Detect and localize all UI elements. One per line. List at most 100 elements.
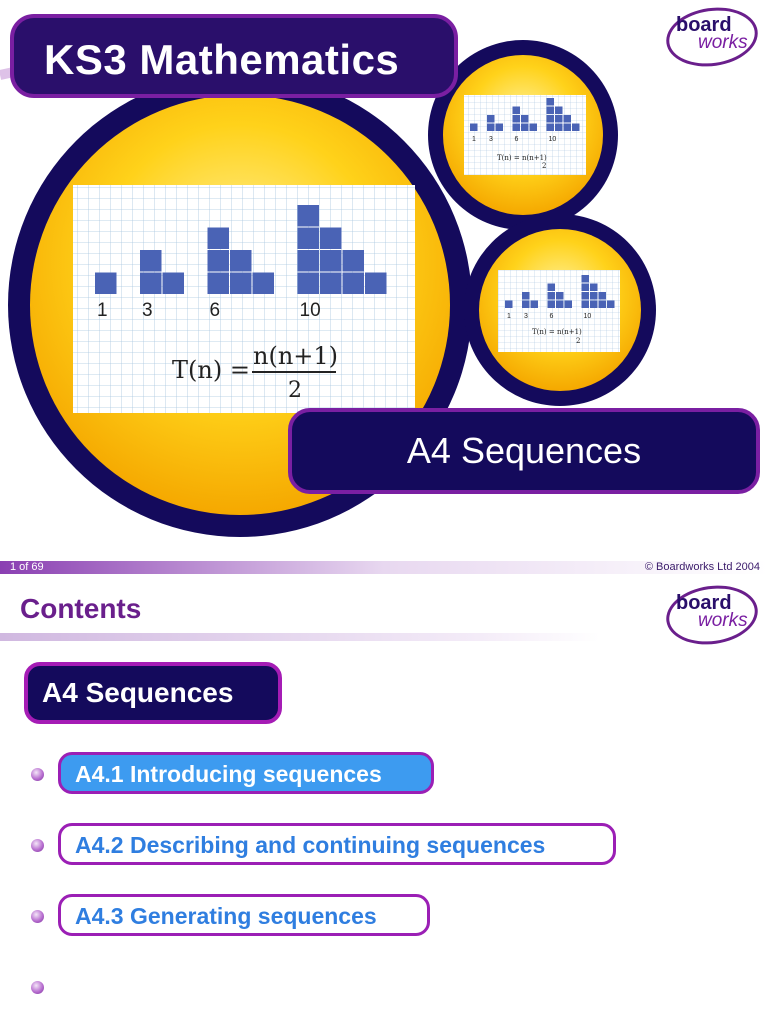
- staircase-label: 6: [515, 136, 519, 143]
- staircase-block: [320, 227, 342, 249]
- formula-text: T(n) =: [172, 356, 250, 384]
- staircase-block: [207, 272, 229, 294]
- bullet-icon: [31, 981, 44, 994]
- staircase-block: [297, 272, 319, 294]
- staircase-label: 3: [524, 313, 528, 320]
- bullet-icon: [31, 910, 44, 923]
- staircase-block: [320, 250, 342, 272]
- staircase-label: 3: [489, 136, 493, 143]
- subtitle-banner: A4 Sequences: [288, 408, 760, 494]
- staircase-block: [95, 272, 117, 294]
- section-title: A4 Sequences: [24, 662, 282, 724]
- slide-subtitle: A4 Sequences: [406, 430, 642, 471]
- staircase-block: [598, 292, 606, 300]
- staircase-block: [572, 123, 580, 131]
- staircase-block: [252, 272, 274, 294]
- staircase-block: [512, 115, 520, 123]
- staircase-block: [320, 272, 342, 294]
- page-number: 1 of 69: [10, 561, 44, 573]
- staircase-block: [470, 123, 478, 131]
- staircase-label: 3: [142, 300, 153, 321]
- staircase-label: 1: [97, 300, 108, 321]
- staircase-block: [546, 123, 554, 131]
- staircase-block: [598, 300, 606, 308]
- svg-text:T(n) = n(n+1): T(n) = n(n+1): [497, 154, 547, 162]
- staircase-block: [530, 300, 538, 308]
- staircase-block: [230, 272, 252, 294]
- svg-text:2: 2: [576, 337, 580, 345]
- contents-item-a4-2[interactable]: A4.2 Describing and continuing sequences: [58, 823, 616, 865]
- staircase-label: 10: [549, 136, 557, 143]
- svg-text:2: 2: [542, 162, 546, 170]
- staircase-block: [522, 300, 530, 308]
- contents-item-label: A4.1 Introducing sequences: [75, 761, 382, 787]
- staircase-block: [162, 272, 184, 294]
- contents-slide: Contents board works A4 Sequences A4.1 I…: [0, 576, 768, 1024]
- staircase-block: [555, 115, 563, 123]
- staircase-block: [512, 123, 520, 131]
- staircase-block: [529, 123, 537, 131]
- staircase-block: [563, 123, 571, 131]
- mini-figure-bottom: 1 3 6 10 T(n) = n(n+1) 2: [498, 270, 620, 352]
- staircase-label: 6: [550, 313, 554, 320]
- staircase-block: [555, 106, 563, 114]
- staircase-block: [546, 98, 554, 106]
- staircase-block: [546, 106, 554, 114]
- boardworks-logo: board works: [662, 579, 762, 651]
- bullet-icon: [31, 839, 44, 852]
- staircase-label: 1: [507, 313, 511, 320]
- staircase-block: [140, 272, 162, 294]
- staircase-block: [546, 115, 554, 123]
- formula-denominator: 2: [288, 378, 302, 403]
- svg-text:T(n) = n(n+1): T(n) = n(n+1): [532, 328, 582, 336]
- logo-word-works: works: [698, 610, 748, 631]
- title-banner: KS3 Mathematics: [10, 14, 458, 98]
- staircase-block: [556, 292, 564, 300]
- slide-title: KS3 Mathematics: [44, 36, 400, 83]
- heading-rule: [0, 633, 600, 641]
- staircase-block: [230, 250, 252, 272]
- staircase-block: [365, 272, 387, 294]
- copyright-text: © Boardworks Ltd 2004: [644, 561, 760, 573]
- staircase-block: [556, 300, 564, 308]
- staircase-block: [581, 283, 589, 291]
- staircase-label: 6: [210, 300, 221, 321]
- staircase-block: [522, 292, 530, 300]
- staircase-block: [207, 250, 229, 272]
- staircase-block: [342, 272, 364, 294]
- staircase-block: [555, 123, 563, 131]
- staircase-block: [207, 227, 229, 249]
- logo-word-works: works: [698, 32, 748, 53]
- contents-item-a4-1[interactable]: A4.1 Introducing sequences: [58, 752, 434, 794]
- staircase-block: [297, 250, 319, 272]
- staircase-block: [521, 123, 529, 131]
- staircase-block: [547, 283, 555, 291]
- contents-item-a4-3[interactable]: A4.3 Generating sequences: [58, 894, 430, 936]
- staircase-block: [564, 300, 572, 308]
- logo-word-board: board: [676, 592, 732, 614]
- staircase-block: [581, 300, 589, 308]
- logo-word-board: board: [676, 14, 732, 36]
- footer-bar: [0, 561, 768, 574]
- staircase-block: [590, 292, 598, 300]
- contents-item-label: A4.2 Describing and continuing sequences: [75, 832, 546, 858]
- boardworks-logo: board works: [662, 1, 762, 73]
- staircase-block: [512, 106, 520, 114]
- staircase-block: [140, 250, 162, 272]
- staircase-block: [505, 300, 513, 308]
- staircase-block: [581, 275, 589, 283]
- staircase-block: [487, 123, 495, 131]
- staircase-block: [581, 292, 589, 300]
- staircase-block: [487, 115, 495, 123]
- staircase-label: 10: [584, 313, 592, 320]
- staircase-block: [563, 115, 571, 123]
- section-title-label: A4 Sequences: [42, 677, 234, 708]
- staircase-block: [521, 115, 529, 123]
- title-slide: 1 3 6 10 T(n) = n(n+1) 2 1 3 6 10 T(n) = n(n+1…: [0, 1, 762, 537]
- staircase-block: [590, 283, 598, 291]
- staircase-block: [297, 205, 319, 227]
- contents-heading: Contents: [20, 593, 142, 624]
- staircase-block: [590, 300, 598, 308]
